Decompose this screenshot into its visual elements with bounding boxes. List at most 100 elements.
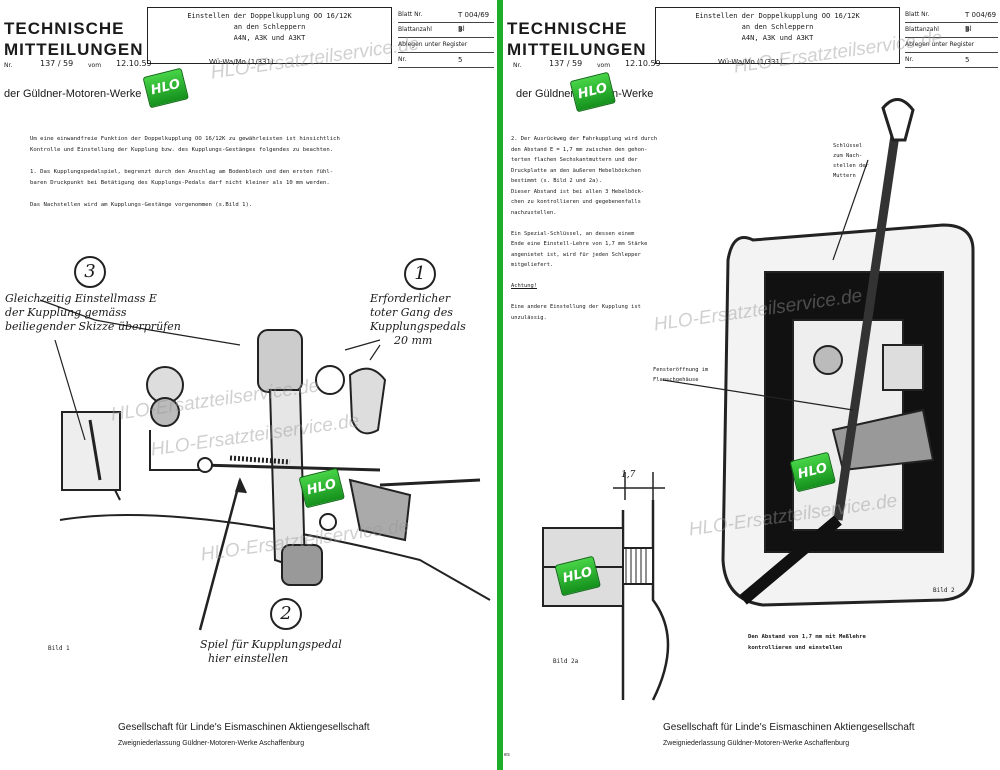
label-line: zum Nach- — [833, 153, 863, 159]
page-divider — [497, 0, 503, 770]
reference-code: Wü-Wa/Mo (1/331) — [718, 58, 783, 66]
text-line: bestimmt (s. Bild 2 und 2a). — [511, 178, 602, 184]
meta-label: Blattanzahl — [905, 26, 939, 33]
date-value: 12.10.59 — [116, 59, 152, 68]
left-page: TECHNISCHE MITTEILUNGEN Einstellen der D… — [0, 0, 497, 770]
text-line: Dieser Abstand ist bei allen 3 Hebelböck… — [511, 188, 645, 195]
annotation-line: Gleichzeitig Einstellmass E — [5, 292, 157, 305]
footer-branch: Zweigniederlassung Güldner-Motoren-Werke… — [118, 740, 305, 747]
subject-box: Einstellen der Doppelkupplung OO 16/12K … — [147, 7, 392, 64]
note-line: kontrollieren und einstellen — [748, 645, 843, 651]
vom-label: vom — [597, 62, 611, 69]
annotation-line: 20 mm — [394, 334, 433, 347]
nr-value: 137 / 59 — [40, 59, 74, 68]
text-line: 1. Das Kupplungspedalspiel, begrenzt dur… — [30, 169, 334, 175]
sheet-meta: Blatt Nr. T 004/69 Bl Blattanzahl 3 Ablege… — [398, 8, 494, 68]
meta-label: Ablegen unter Register — [398, 41, 468, 48]
meta-value: 3 — [458, 26, 463, 34]
meta-label: Ablegen unter Register — [905, 41, 975, 48]
footer-branch: Zweigniederlassung Güldner-Motoren-Werke… — [663, 740, 850, 747]
subject-box: Einstellen der Doppelkupplung OO 16/12K … — [655, 7, 900, 64]
meta-value: 3 — [965, 26, 970, 34]
annotation-line: der Kupplung gemäss — [5, 306, 127, 319]
text-line: Kontrolle und Einstellung der Kupplung b… — [30, 147, 334, 153]
edge-mark: es — [504, 752, 511, 758]
callout-circle-2: 2 — [270, 598, 302, 630]
text-line: baren Druckpunkt bei Betätigung des Kupp… — [30, 180, 330, 186]
nr-label: Nr. — [4, 62, 13, 69]
annotation-2: Spiel für Kupplungspedal hier einstellen — [200, 638, 342, 666]
figure-caption: Bild 1 — [48, 645, 70, 652]
subject-line: an den Schleppern — [741, 23, 814, 31]
text-line: Das Nachstellen wird am Kupplungs-Gestän… — [30, 202, 253, 208]
meta-label: Blatt Nr. — [905, 11, 930, 18]
text-line: Ein Spezial-Schlüssel, an dessen einem — [511, 230, 635, 237]
right-page: TECHNISCHE MITTEILUNGEN Einstellen der D… — [503, 0, 1000, 770]
label-line: stellen der — [833, 163, 869, 169]
subject-line: A4N, A3K und A3KT — [233, 34, 306, 42]
annotation-line: toter Gang des — [370, 306, 453, 319]
text-line: Druckplatte an den äußeren Hebelböckchen — [511, 167, 641, 174]
label-line: Flanschgehäuse — [653, 377, 699, 383]
subject-line: an den Schleppern — [233, 23, 306, 31]
text-line: Ende eine Einstell-Lehre von 1,7 mm Stär… — [511, 241, 648, 247]
annotation-1: Erforderlicher toter Gang des Kupplungsp… — [370, 292, 466, 348]
masthead-line: TECHNISCHE — [4, 19, 125, 38]
reference-code: Wü-Wa/Mo (1/331) — [209, 58, 274, 66]
masthead: TECHNISCHE MITTEILUNGEN — [507, 18, 647, 60]
firm-name: der Güldner-Motoren-Werke — [4, 88, 142, 100]
measurement-note: Den Abstand von 1,7 mm mit Meßlehre kont… — [748, 632, 866, 654]
meta-label: Nr. — [905, 56, 914, 63]
masthead-line: MITTEILUNGEN — [507, 40, 647, 59]
clutch-linkage-drawing — [39, 299, 491, 631]
date-value: 12.10.59 — [625, 59, 661, 68]
meta-label: Blatt Nr. — [398, 11, 423, 18]
masthead-line: MITTEILUNGEN — [4, 40, 144, 59]
figure-caption-2: Bild 2 — [933, 587, 955, 594]
footer-company: Gesellschaft für Linde's Eismaschinen Ak… — [663, 722, 915, 733]
label-line: Muttern — [833, 173, 856, 179]
meta-value: T 004/69 Bl — [965, 11, 997, 33]
body-text: Um eine einwandfreie Funktion der Doppel… — [30, 134, 340, 211]
vom-label: vom — [88, 62, 102, 69]
nr-label: Nr. — [513, 62, 522, 69]
masthead-line: TECHNISCHE — [507, 19, 628, 38]
nr-value: 137 / 59 — [549, 59, 583, 68]
text-line: terten flachen Sechskantmuttern und der — [511, 157, 638, 163]
callout-circle-1: 1 — [404, 258, 436, 290]
note-line: Den Abstand von 1,7 mm mit Meßlehre — [748, 634, 866, 640]
annotation-line: Kupplungspedals — [370, 320, 466, 333]
masthead: TECHNISCHE MITTEILUNGEN — [4, 18, 144, 60]
text-line: Eine andere Einstellung der Kupplung ist — [511, 304, 641, 310]
clutch-adjustment-drawing — [542, 98, 975, 701]
annotation-line: Spiel für Kupplungspedal — [200, 638, 342, 651]
body-text: 2. Der Ausrückweg der Fahrkupplung wird … — [511, 134, 657, 323]
text-line: nachzustellen. — [511, 209, 557, 216]
footer-company: Gesellschaft für Linde's Eismaschinen Ak… — [118, 722, 370, 733]
subject-line: Einstellen der Doppelkupplung OO 16/12K — [187, 12, 352, 20]
annotation-line: hier einstellen — [208, 652, 289, 665]
annotation-line: beiliegender Skizze überprüfen — [5, 320, 181, 333]
annotation-3: Gleichzeitig Einstellmass E der Kupplung… — [5, 292, 181, 334]
label-line: Schlüssel — [833, 143, 863, 149]
text-line: den Abstand E = 1,7 mm zwischen den geho… — [511, 146, 648, 153]
text-line: Achtung! — [511, 283, 537, 289]
meta-value: 5 — [458, 56, 463, 64]
sheet-meta: Blatt Nr. T 004/69 Bl Blattanzahl 3 Ablege… — [905, 8, 998, 68]
key-label: Schlüssel zum Nach- stellen der Muttern — [833, 141, 869, 181]
dimension-label: 1,7 — [621, 470, 636, 480]
text-line: unzulässig. — [511, 314, 547, 321]
text-line: Um eine einwandfreie Funktion der Doppel… — [30, 136, 340, 142]
meta-value: 5 — [965, 56, 970, 64]
figure-caption-2a: Bild 2a — [553, 658, 579, 665]
meta-value: T 004/69 Bl — [458, 11, 490, 33]
annotation-line: Erforderlicher — [370, 292, 451, 305]
text-line: mitgeliefert. — [511, 262, 554, 268]
meta-label: Nr. — [398, 56, 407, 63]
callout-circle-3: 3 — [74, 256, 106, 288]
text-line: chen zu kontrollieren und gegebenenfalls — [511, 199, 641, 205]
text-line: 2. Der Ausrückweg der Fahrkupplung wird … — [511, 136, 658, 142]
text-line: angenietet ist, wird für jeden Schlepper — [511, 251, 641, 258]
subject-line: A4N, A3K und A3KT — [741, 34, 814, 42]
meta-label: Blattanzahl — [398, 26, 432, 33]
